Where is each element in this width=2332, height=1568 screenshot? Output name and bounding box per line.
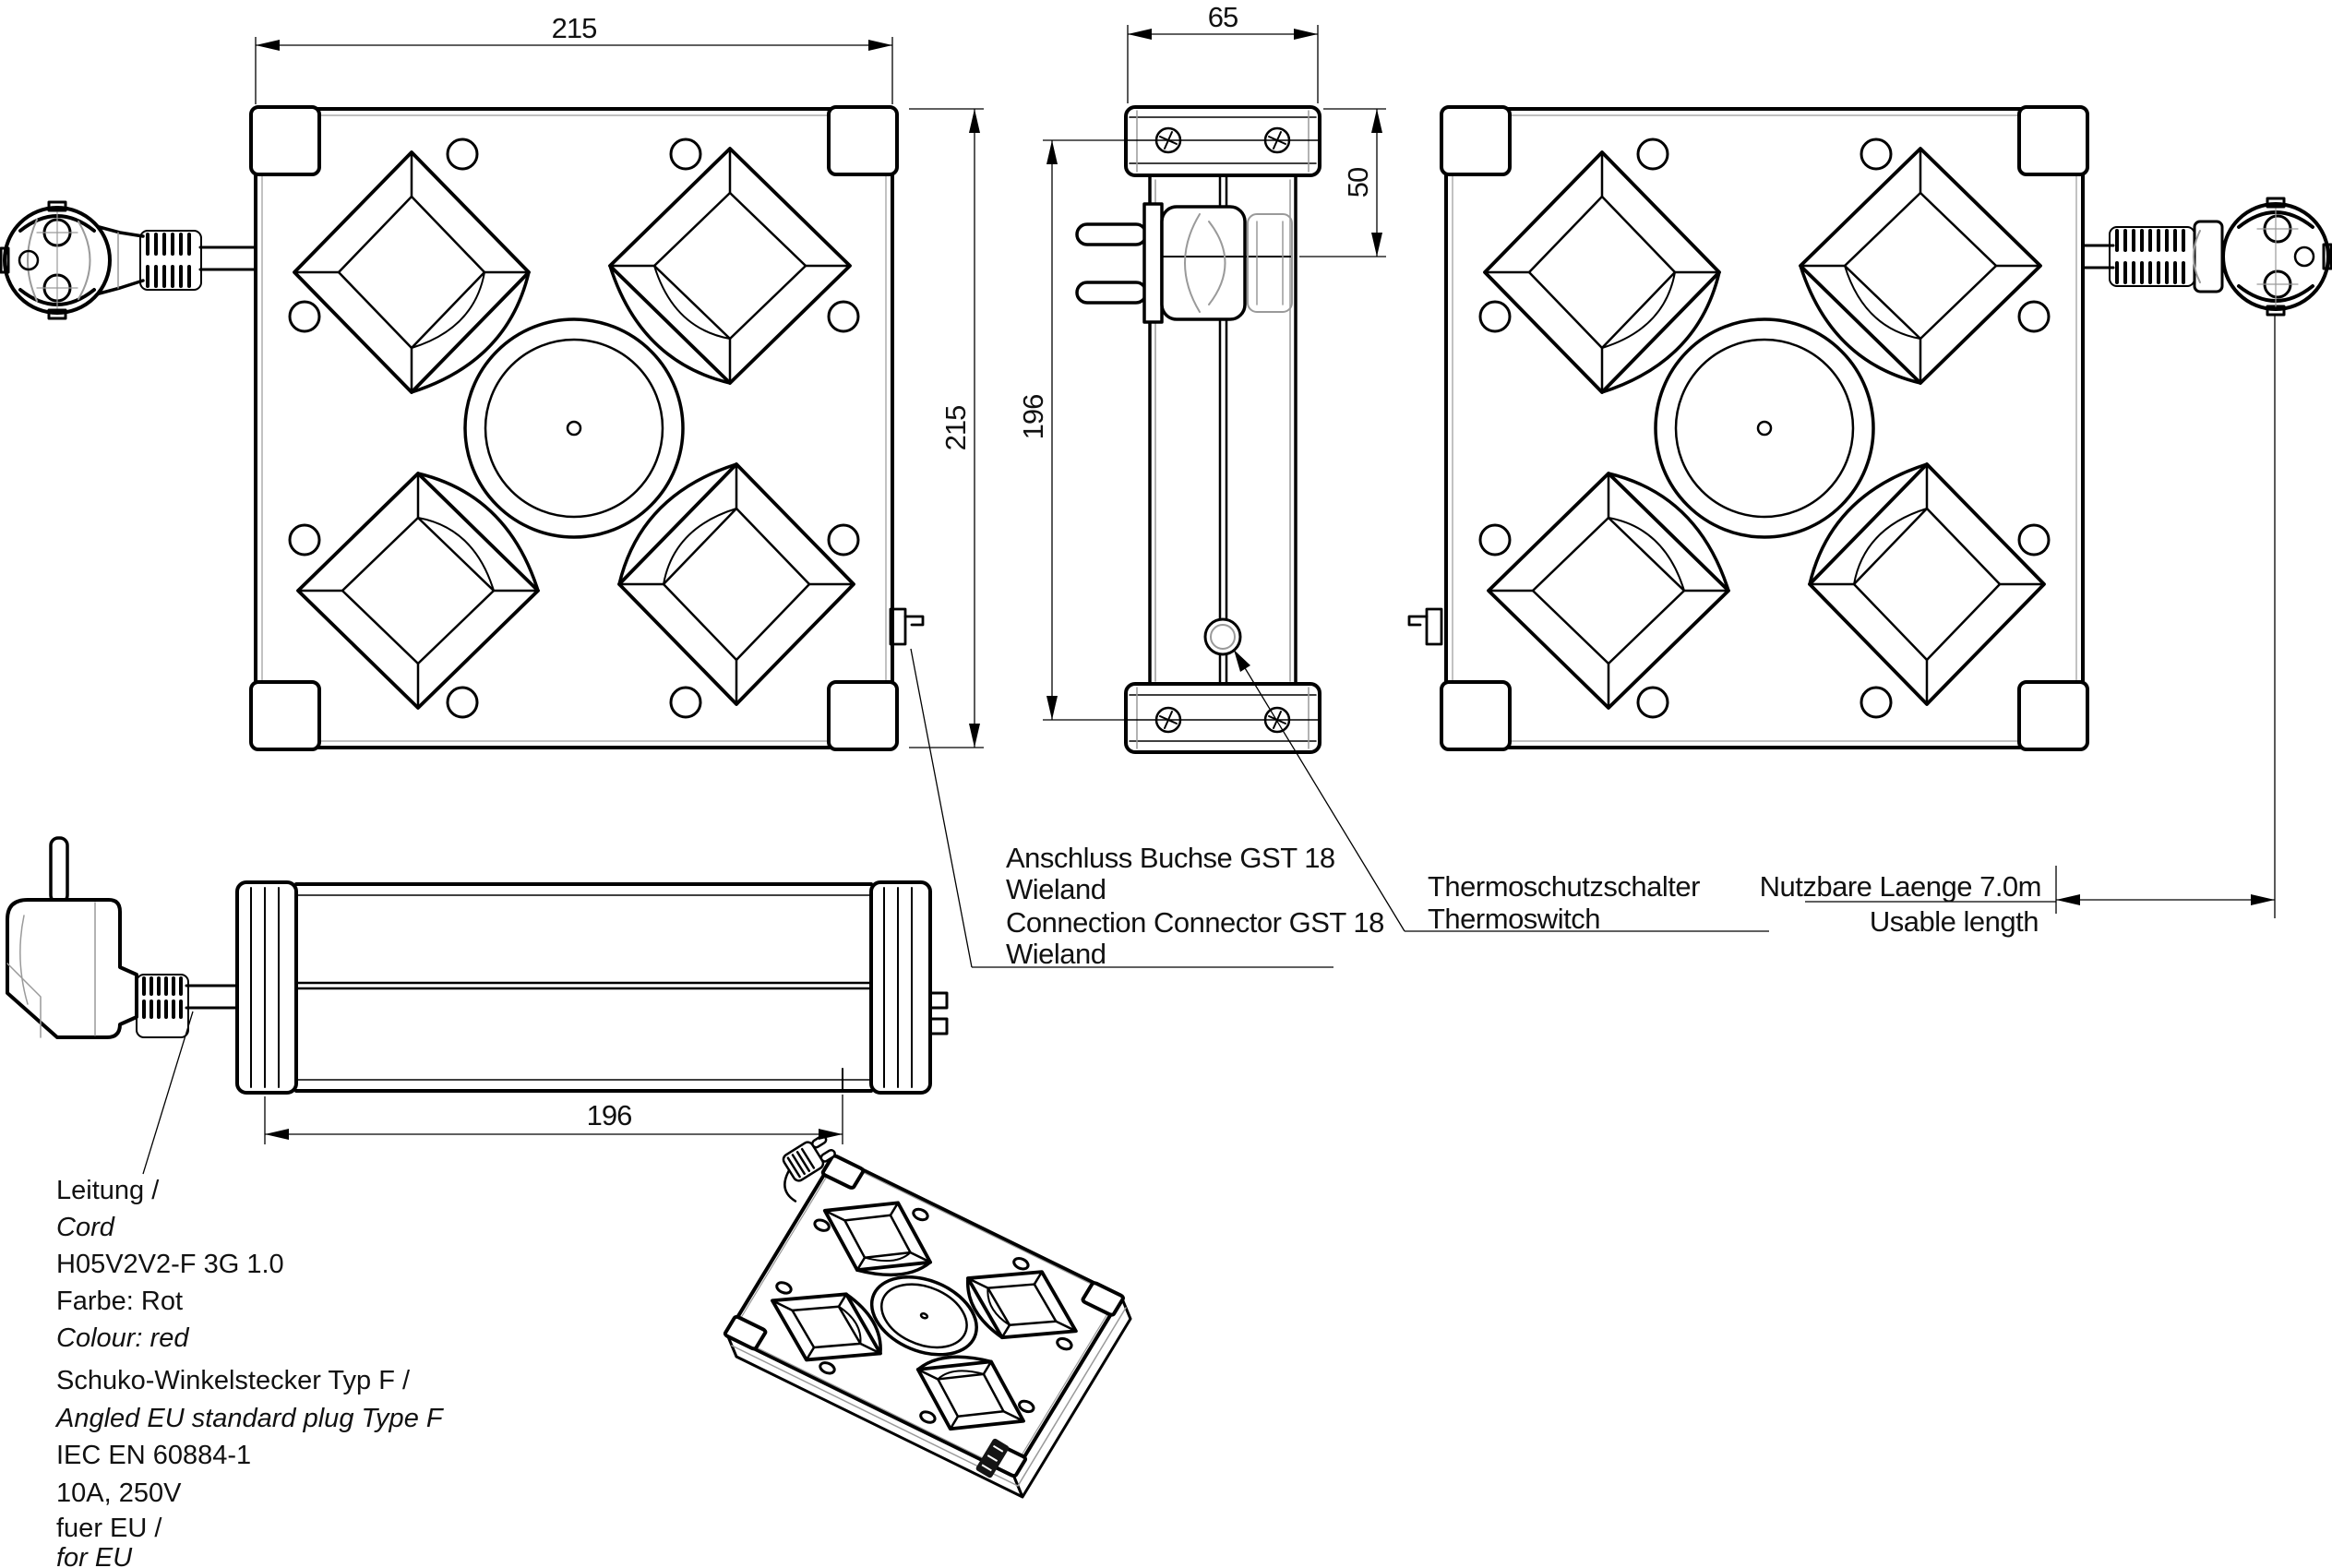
strain-relief-icon [136, 974, 189, 1038]
earth-hole [2293, 245, 2315, 268]
plug-note-line: Angled EU standard plug Type F [54, 1404, 445, 1433]
bottom-side-view [6, 836, 949, 1095]
thermoswitch-label: Thermoschutzschalter [1428, 870, 1700, 903]
plug-note-line: 10A, 250V [56, 1478, 182, 1508]
plug-note-line: IEC EN 60884-1 [56, 1441, 251, 1470]
iso-plug-icon [782, 1134, 836, 1203]
gst-latch-icon [1407, 607, 1443, 646]
cord-line [185, 984, 239, 1010]
right-cap [869, 880, 932, 1095]
earth-hole [18, 249, 40, 271]
dim-value: 65 [1208, 1, 1238, 33]
dim-value: 50 [1342, 167, 1374, 197]
front-view-right [1407, 107, 2332, 749]
note-plug: Schuko-Winkelstecker Typ F / Angled EU s… [54, 1366, 445, 1568]
dimension-front-height: 215 [909, 108, 984, 748]
connector-label: Wieland [1006, 873, 1106, 905]
plug-note-line: fuer EU / [56, 1514, 162, 1543]
plug-note-line: for EU [56, 1543, 133, 1568]
callout-thermoswitch: Thermoschutzschalter Thermoswitch [1233, 649, 1769, 935]
thermoswitch-icon [1203, 617, 1242, 656]
dimension-plug-offset: 50 [1299, 108, 1386, 257]
dimension-side-height: 196 [1017, 139, 1128, 721]
cord-note-line: Farbe: Rot [56, 1287, 183, 1316]
bottom-cap [1124, 682, 1321, 754]
thermoswitch-label: Thermoswitch [1428, 903, 1600, 935]
side-view-middle [1075, 105, 1321, 754]
dimension-usable-length: Nutzbare Laenge 7.0m Usable length [1760, 316, 2276, 938]
winding-slot [1218, 174, 1228, 686]
front-view-left [0, 107, 925, 749]
dim-value: 196 [1017, 395, 1049, 440]
plug-side-icon [1075, 202, 1293, 324]
dimension-side-width: 65 [1127, 1, 1319, 103]
strain-relief-icon [2109, 226, 2195, 287]
cord-note-line: H05V2V2-F 3G 1.0 [56, 1250, 284, 1279]
plug-side-left-icon [6, 836, 138, 1039]
isometric-view [724, 1134, 1132, 1499]
usable-length-label-en: Usable length [1870, 905, 2039, 938]
cord-line [198, 245, 257, 271]
top-cap [1124, 105, 1321, 177]
dim-value: 196 [587, 1099, 632, 1131]
connector-label: Connection Connector GST 18 [1006, 906, 1384, 939]
cord-note-line: Leitung / [56, 1176, 160, 1205]
gst-latch-icon [889, 607, 925, 646]
iso-connector-icon [975, 1438, 1010, 1478]
plug-back-right-icon [2193, 197, 2332, 317]
plug-back-left-icon [0, 200, 145, 320]
plug-pin [49, 836, 69, 904]
dim-value: 215 [939, 406, 972, 451]
plug-note-line: Schuko-Winkelstecker Typ F / [56, 1366, 411, 1395]
connector-label: Anschluss Buchse GST 18 [1006, 842, 1335, 874]
dimension-body-length: 196 [264, 1095, 843, 1144]
gst-socket-icon [928, 991, 949, 1035]
note-cord: Leitung / Cord H05V2V2-F 3G 1.0 Farbe: R… [56, 1011, 284, 1353]
cord-note-line: Cord [56, 1213, 115, 1242]
plug-pin [1075, 222, 1148, 246]
dimension-front-width: 215 [255, 12, 893, 104]
usable-length-label-de: Nutzbare Laenge 7.0m [1760, 870, 2041, 903]
plug-pin [1075, 281, 1148, 305]
winding-slot [294, 981, 873, 990]
dim-value: 215 [552, 12, 597, 44]
cord-line [2081, 244, 2115, 269]
strain-relief-icon [139, 230, 202, 291]
connector-label: Wieland [1006, 938, 1106, 970]
cord-note-line: Colour: red [56, 1323, 189, 1353]
callout-connector: Anschluss Buchse GST 18 Wieland Connecti… [910, 648, 1384, 970]
left-cap [235, 880, 298, 1095]
